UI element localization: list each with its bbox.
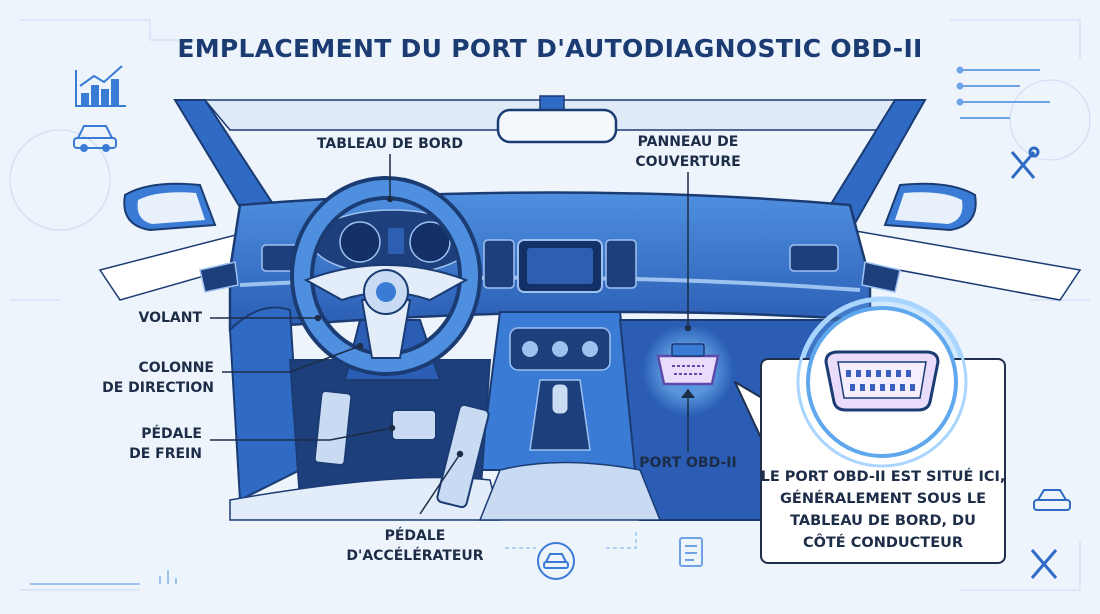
label-steering-column-line1: COLONNE [138,360,215,376]
label-steering-wheel: VOLANT [138,310,202,326]
obd-port [642,324,734,416]
callout-line2: GÉNÉRALEMENT SOUS LE [780,491,986,507]
page-title: EMPLACEMENT DU PORT D'AUTODIAGNOSTIC OBD… [177,34,923,63]
label-steering-column: COLONNE DE DIRECTION [80,358,214,398]
label-obd-port: PORT OBD-II [639,455,737,471]
label-brake-pedal-line1: PÉDALE [141,426,202,442]
callout-text: LE PORT OBD-II EST SITUÉ ICI, GÉNÉRALEME… [760,466,1006,554]
label-steering-column-line2: DE DIRECTION [102,380,214,396]
callout-line3: TABLEAU DE BORD, DU [790,513,976,529]
wrench-screwdriver-icon [1030,549,1058,579]
rear-view-mirror [496,95,618,144]
pedals [313,390,490,509]
callout-line4: CÔTÉ CONDUCTEUR [802,535,964,551]
wrench-screwdriver-icon [1010,146,1040,179]
windshield-frame [98,99,1082,301]
label-cover-panel: PANNEAU DE COUVERTURE [612,132,764,172]
side-mirror-right [883,182,977,232]
settings-list-icon [956,66,1050,119]
label-brake-pedal-line2: DE FREIN [129,446,202,462]
car-icon [537,542,575,580]
side-mirror-left [123,182,217,232]
label-cover-panel-line1: PANNEAU DE [637,134,739,150]
car-icon [1033,489,1071,511]
background-decoration [9,19,1091,591]
label-accelerator-pedal-line1: PÉDALE [384,528,446,544]
callout-line1: LE PORT OBD-II EST SITUÉ ICI, [760,469,1006,485]
label-accelerator-pedal: PÉDALE D'ACCÉLÉRATEUR [330,526,500,566]
label-brake-pedal: PÉDALE DE FREIN [90,424,202,464]
car-icon [73,125,117,152]
steering-wheel [290,176,482,376]
growth-chart-icon [75,65,126,107]
label-accelerator-pedal-line2: D'ACCÉLÉRATEUR [346,548,484,564]
leader-lines [210,154,695,549]
label-cover-panel-line2: COUVERTURE [635,154,741,170]
document-icon [679,537,703,567]
label-dashboard: TABLEAU DE BORD [316,136,464,152]
